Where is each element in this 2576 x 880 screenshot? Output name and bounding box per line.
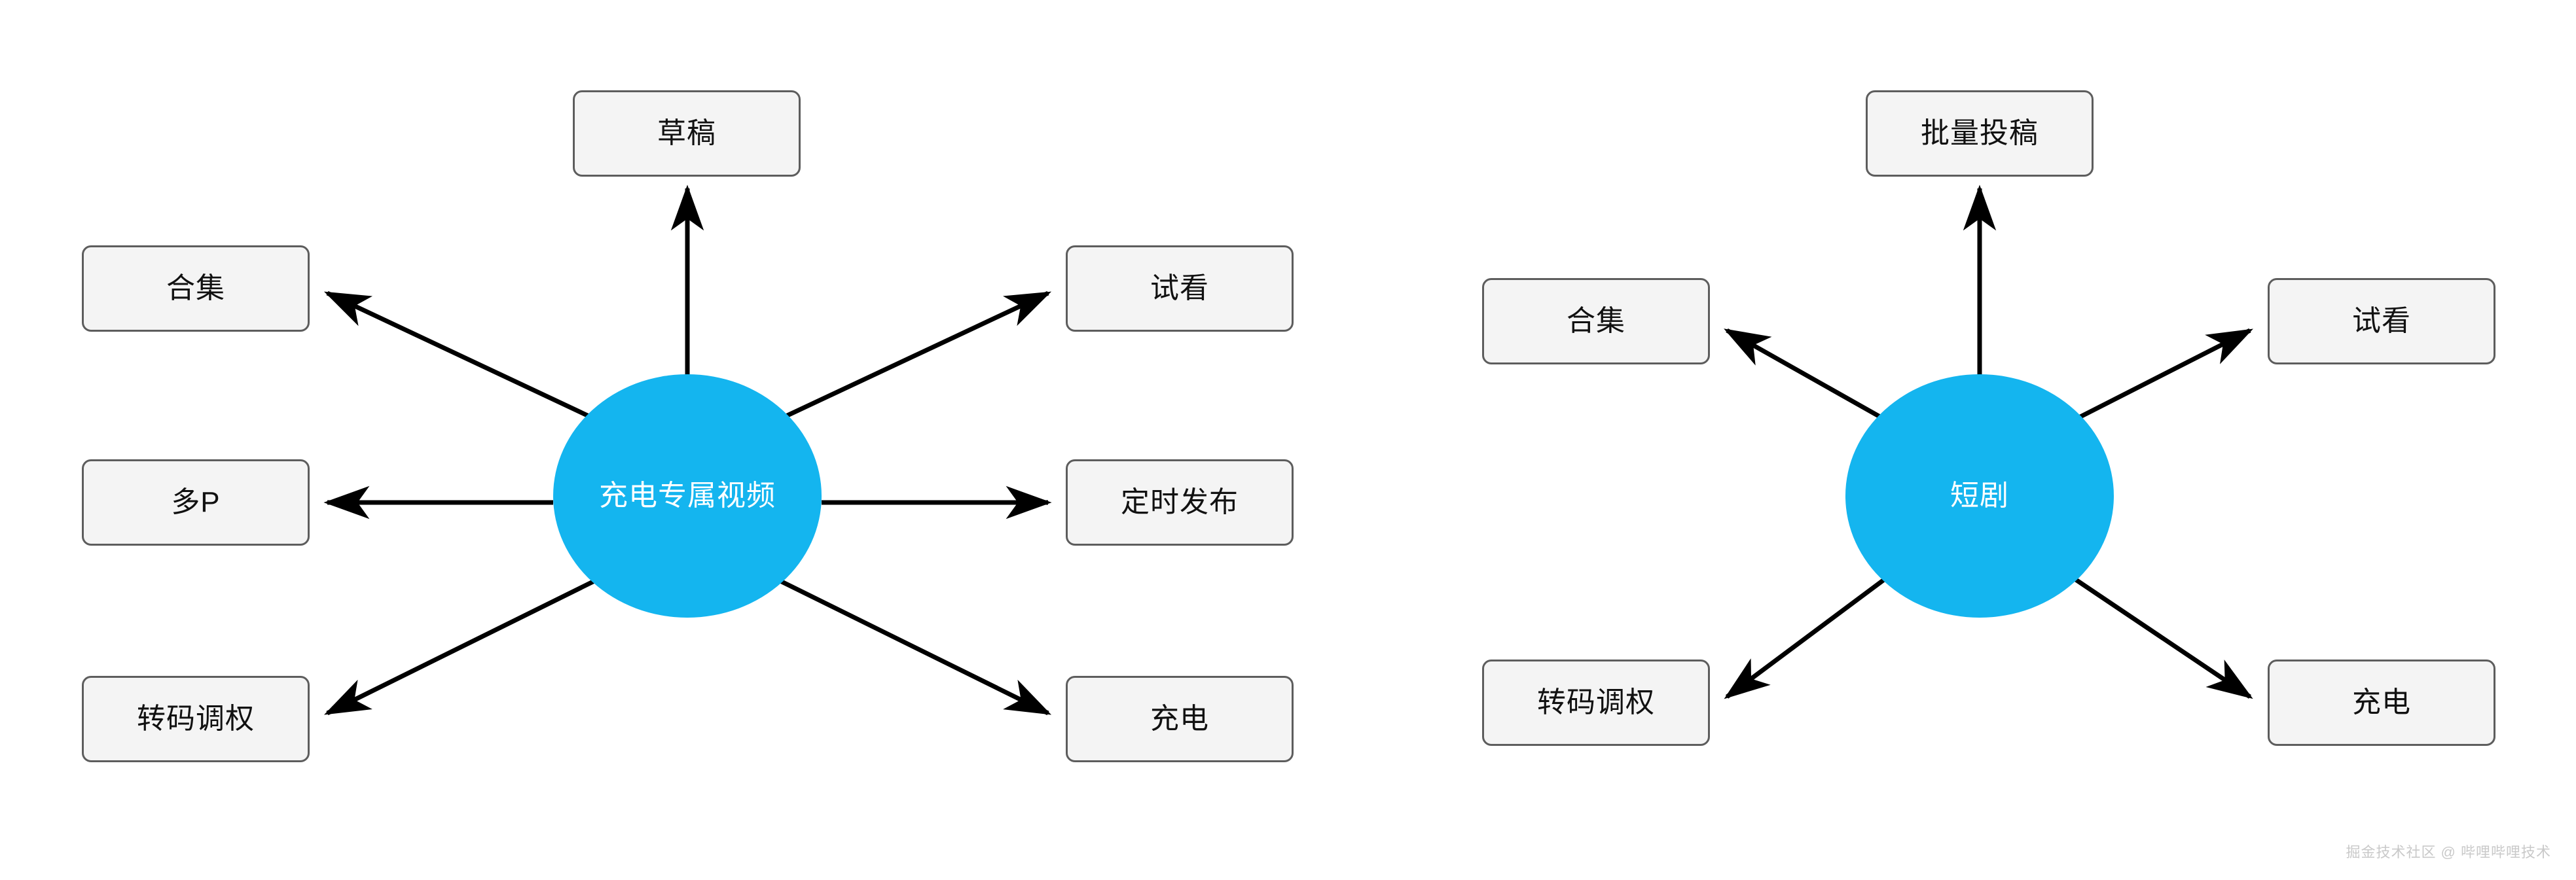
edge-charge-video-to-transcode — [323, 578, 596, 716]
node-scheduled-publish-label: 定时发布 — [1121, 486, 1239, 518]
edge-short-drama-to-collection — [1724, 328, 1891, 425]
node-draft-label: 草稿 — [657, 117, 716, 149]
node-charge[interactable]: 充电 — [1066, 676, 1294, 762]
node-center-charge-exclusive-video[interactable]: 充电专属视频 — [553, 374, 822, 618]
node-collection-label: 合集 — [166, 272, 225, 304]
node-scheduled-publish[interactable]: 定时发布 — [1066, 459, 1294, 546]
node-collection[interactable]: 合集 — [82, 245, 310, 332]
node-transcode-weight-label: 转码调权 — [137, 703, 255, 735]
node-preview-label: 试看 — [1150, 272, 1209, 304]
node-charge-2-label: 充电 — [2352, 686, 2411, 718]
edge-short-drama-to-charge — [2069, 574, 2253, 699]
node-collection-2[interactable]: 合集 — [1482, 278, 1710, 364]
node-charge-label: 充电 — [1150, 703, 1209, 735]
node-transcode-weight[interactable]: 转码调权 — [82, 676, 310, 762]
node-batch-upload-label: 批量投稿 — [1921, 117, 2039, 149]
node-charge-2[interactable]: 充电 — [2268, 660, 2495, 746]
node-transcode-weight-2-label: 转码调权 — [1537, 686, 1655, 718]
node-preview-2-label: 试看 — [2352, 305, 2411, 337]
node-multi-p-label: 多P — [171, 486, 221, 518]
node-collection-2-label: 合集 — [1567, 305, 1625, 337]
node-draft[interactable]: 草稿 — [573, 90, 801, 177]
edge-short-drama-to-transcode — [1724, 574, 1891, 699]
edge-charge-video-to-charge — [779, 578, 1052, 716]
node-center-charge-exclusive-video-label: 充电专属视频 — [599, 480, 776, 512]
node-preview-2[interactable]: 试看 — [2268, 278, 2495, 364]
node-center-short-drama[interactable]: 短剧 — [1845, 374, 2114, 618]
node-center-short-drama-label: 短剧 — [1950, 480, 2009, 512]
edge-charge-video-to-preview — [779, 290, 1052, 421]
node-batch-upload[interactable]: 批量投稿 — [1866, 90, 2094, 177]
watermark: 掘金技术社区 @ 哔哩哔哩技术 — [2346, 844, 2551, 860]
edge-charge-video-to-collection — [323, 290, 596, 421]
edge-short-drama-to-preview — [2069, 328, 2253, 425]
node-preview[interactable]: 试看 — [1066, 245, 1294, 332]
node-transcode-weight-2[interactable]: 转码调权 — [1482, 660, 1710, 746]
node-multi-p[interactable]: 多P — [82, 459, 310, 546]
